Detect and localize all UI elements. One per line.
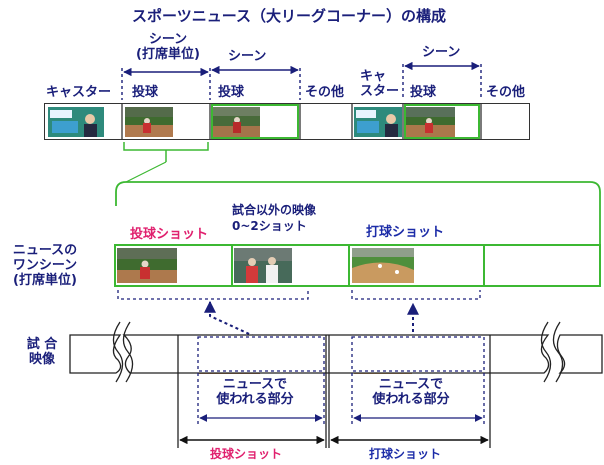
non-game-thumbnail xyxy=(234,248,292,283)
used-part-dashes xyxy=(197,373,485,424)
game-video-label-line2: 映像 xyxy=(28,351,55,367)
game-video-label-line1: 試 合 xyxy=(26,337,58,352)
pitch-mapping-arrow xyxy=(204,300,259,339)
middle-strip-dividers xyxy=(231,244,485,287)
caster-label: キャスター xyxy=(46,85,112,100)
pitch-shot-thumbnail xyxy=(117,248,177,283)
shot-range-ticks xyxy=(177,373,491,448)
news-used-part-right: ニュースで 使われる部分 xyxy=(346,377,476,408)
cut-mark-right-2 xyxy=(552,321,564,383)
zoom-connector xyxy=(115,181,601,244)
pitch-label-3: 投球 xyxy=(410,85,437,100)
caster-thumbnail-2 xyxy=(354,107,402,137)
bottom-pitch-shot-label: 投球ショット xyxy=(210,447,283,461)
scene-label-right: シーン xyxy=(422,45,461,60)
used-part-box-right xyxy=(351,336,485,372)
non-game-label-line1: 試合以外の映像 xyxy=(232,203,317,217)
news-one-scene-strip xyxy=(114,244,601,287)
pitch-shot-label: 投球ショット xyxy=(130,227,209,242)
game-video-strip xyxy=(122,334,550,374)
side-label-line2: ワンシーン xyxy=(12,257,78,273)
game-video-right-stub xyxy=(556,334,603,374)
diagram-title: スポーツニュース（大リーグコーナー）の構成 xyxy=(132,7,446,25)
pitch-shot-bracket xyxy=(117,290,309,300)
game-video-left-stub xyxy=(69,334,122,374)
non-game-video-label: 試合以外の映像 0~2ショット xyxy=(232,203,317,234)
other-label-2: その他 xyxy=(486,85,526,100)
side-label-line3: (打席単位) xyxy=(13,272,77,288)
news-one-scene-label: ニュースの ワンシーン (打席単位) xyxy=(0,243,90,289)
other-label: その他 xyxy=(305,85,345,100)
top-strip-dividers xyxy=(121,103,482,140)
scene-highlight-2 xyxy=(211,104,299,139)
non-game-label-line2: 0~2ショット xyxy=(232,218,307,233)
bottom-batting-shot-label: 打球ショット xyxy=(369,447,442,461)
pitch-label-2: 投球 xyxy=(218,85,245,100)
cut-mark-right-1 xyxy=(540,321,552,383)
used-part-box-left xyxy=(197,336,325,372)
pitch-thumbnail-2 xyxy=(212,107,260,137)
cut-mark-left-1 xyxy=(112,321,124,383)
scene-label-line1: シーン xyxy=(148,32,188,47)
batting-shot-thumbnail xyxy=(352,248,414,283)
scene-label: シーン xyxy=(228,49,267,64)
caster-label-2: キャ スター xyxy=(360,69,400,100)
scene-highlight-3 xyxy=(404,104,480,139)
game-video-dividers xyxy=(177,335,491,373)
batting-shot-bracket xyxy=(351,290,481,300)
scene-label-line2: (打席単位) xyxy=(136,46,200,62)
scene-batting-unit-label: シーン (打席単位) xyxy=(124,32,212,63)
news-used-left-line2: 使われる部分 xyxy=(216,391,294,407)
cut-mark-left-2 xyxy=(122,321,134,383)
news-used-left-line1: ニュースで xyxy=(222,377,288,392)
top-range-dashes xyxy=(121,64,482,100)
caster-label-2-line1: キャ xyxy=(360,69,387,84)
game-video-label: 試 合 映像 xyxy=(14,337,70,368)
pitch-thumbnail-1 xyxy=(125,107,173,137)
news-timeline-strip xyxy=(44,103,530,140)
caster-thumbnail xyxy=(48,107,104,137)
batting-shot-label: 打球ショット xyxy=(366,225,445,240)
pitch-thumbnail-3 xyxy=(405,107,455,137)
scene-bracket xyxy=(123,142,209,151)
news-used-right-line1: ニュースで xyxy=(378,377,444,392)
news-used-right-line2: 使われる部分 xyxy=(372,391,450,407)
zoom-connector-diag xyxy=(125,161,167,183)
side-label-line1: ニュースの xyxy=(12,243,78,258)
caster-label-2-line2: スター xyxy=(360,83,400,99)
news-used-part-left: ニュースで 使われる部分 xyxy=(190,377,320,408)
pitch-label: 投球 xyxy=(132,85,159,100)
